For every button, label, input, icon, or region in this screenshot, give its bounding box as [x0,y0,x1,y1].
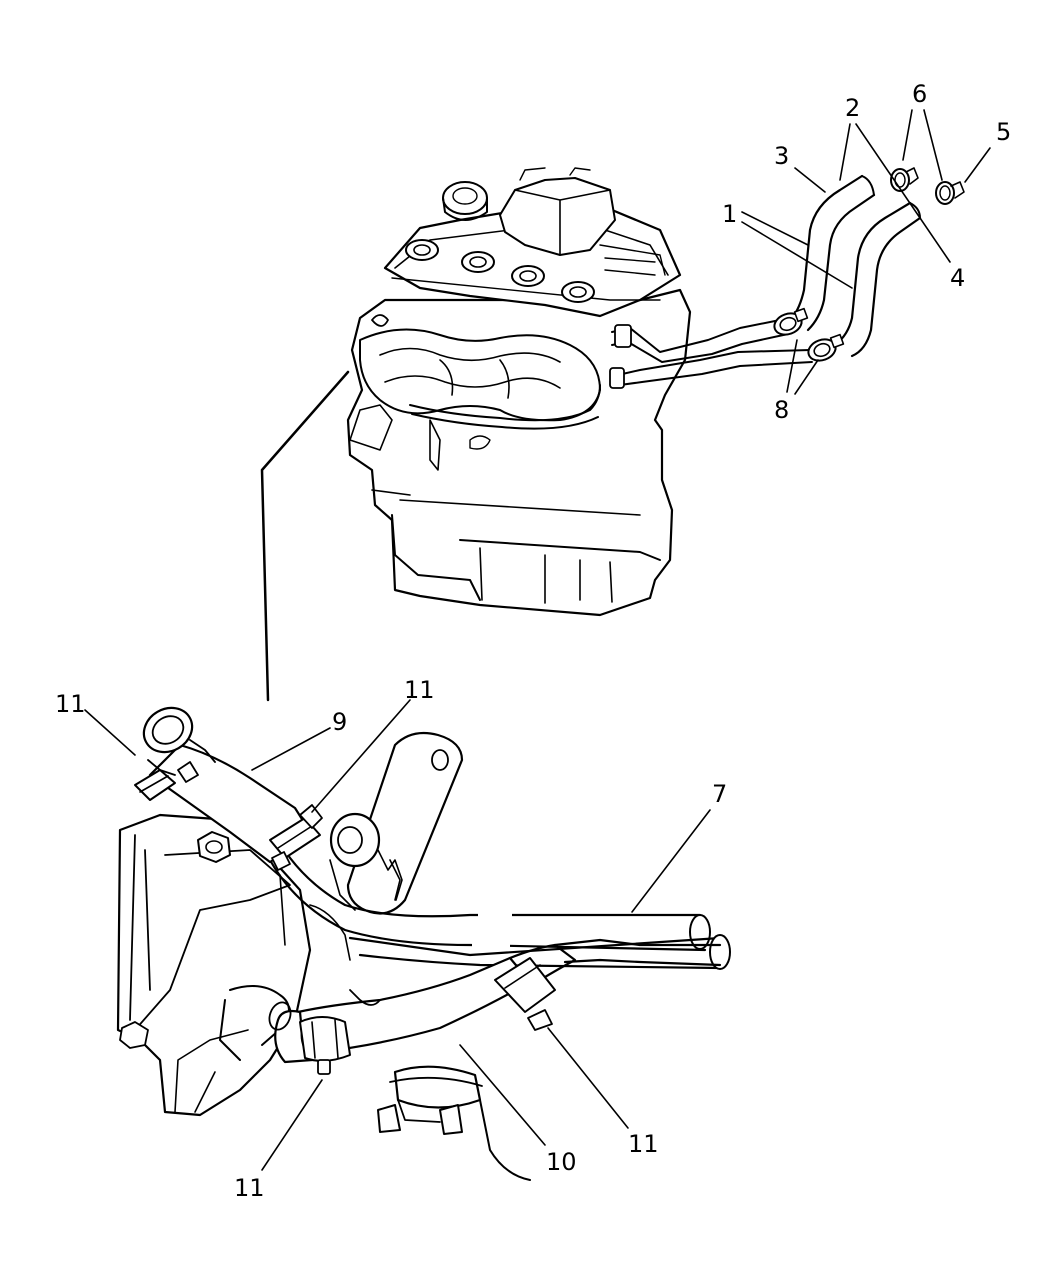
callout-5: 5 [996,118,1011,146]
callout-8: 8 [774,396,789,424]
callout-3: 3 [774,142,789,170]
callout-4: 4 [950,264,965,292]
heater-hose-return [834,201,922,358]
callout-9: 9 [332,708,347,736]
callout-10: 10 [546,1148,577,1176]
callout-11-lower-right: 11 [628,1130,659,1158]
callout-leaders [84,109,991,1171]
spark-plug-wells [405,239,595,303]
hose-clamp-6-a [890,167,919,192]
engine-assembly [346,167,813,617]
callout-11-upper-left: 11 [55,690,86,718]
hose-clamp-11-upper-left [134,761,199,801]
assembly-leader-line [260,370,350,702]
callout-labels: 1 2 3 4 5 6 7 8 9 10 11 11 11 11 [55,80,1011,1202]
hose-clamp-11-lower-left [299,1016,351,1075]
heater-hose-supply [790,174,876,332]
callout-7: 7 [712,780,727,808]
callout-6: 6 [912,80,927,108]
callout-11-upper-mid: 11 [404,676,435,704]
hose-clamp-6-b [935,181,965,205]
callout-2: 2 [845,94,860,122]
lower-outlet-fitting [349,989,531,1181]
hose-clamp-8-b [807,333,845,362]
hose-clamp-8-a [773,307,809,336]
hose-clamp-11-upper-mid [269,804,323,871]
lower-assembly [116,706,731,1181]
callout-11-lower-left: 11 [234,1174,265,1202]
oil-filler-cap [442,181,488,221]
heater-tube-7 [268,833,731,970]
callout-1: 1 [722,200,737,228]
hose-clamp-11-lower-right [494,957,556,1031]
